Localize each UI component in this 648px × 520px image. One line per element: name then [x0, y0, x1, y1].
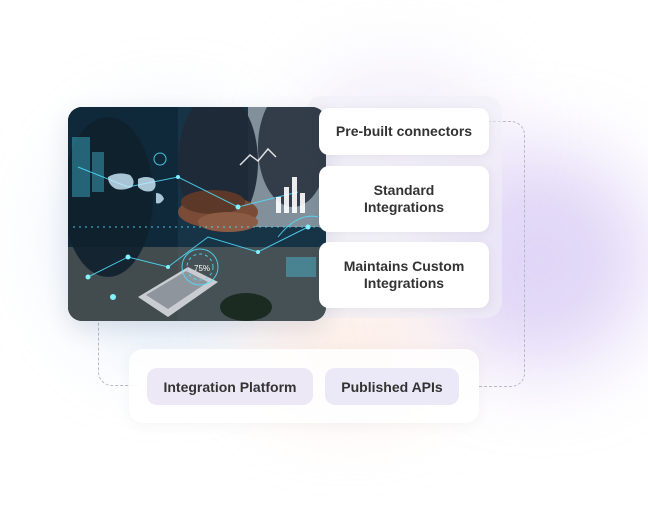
- pill-published-apis: Published APIs: [325, 368, 459, 405]
- card-pre-built-connectors: Pre-built connectors: [319, 108, 489, 155]
- card-custom-integrations: Maintains Custom Integrations: [319, 242, 489, 308]
- pill-label: Integration Platform: [163, 378, 297, 395]
- photo-illustration: 75%: [68, 107, 326, 321]
- pill-integration-platform: Integration Platform: [147, 368, 313, 405]
- card-label: Standard Integrations: [363, 182, 445, 215]
- photo-overlay-text: 75%: [194, 264, 210, 273]
- team-collaboration-photo: 75%: [68, 107, 326, 321]
- card-label: Maintains Custom Integrations: [343, 258, 465, 291]
- card-standard-integrations: Standard Integrations: [319, 166, 489, 232]
- card-label: Pre-built connectors: [335, 123, 473, 139]
- pill-label: Published APIs: [341, 378, 443, 395]
- connector-line-left: [98, 300, 137, 386]
